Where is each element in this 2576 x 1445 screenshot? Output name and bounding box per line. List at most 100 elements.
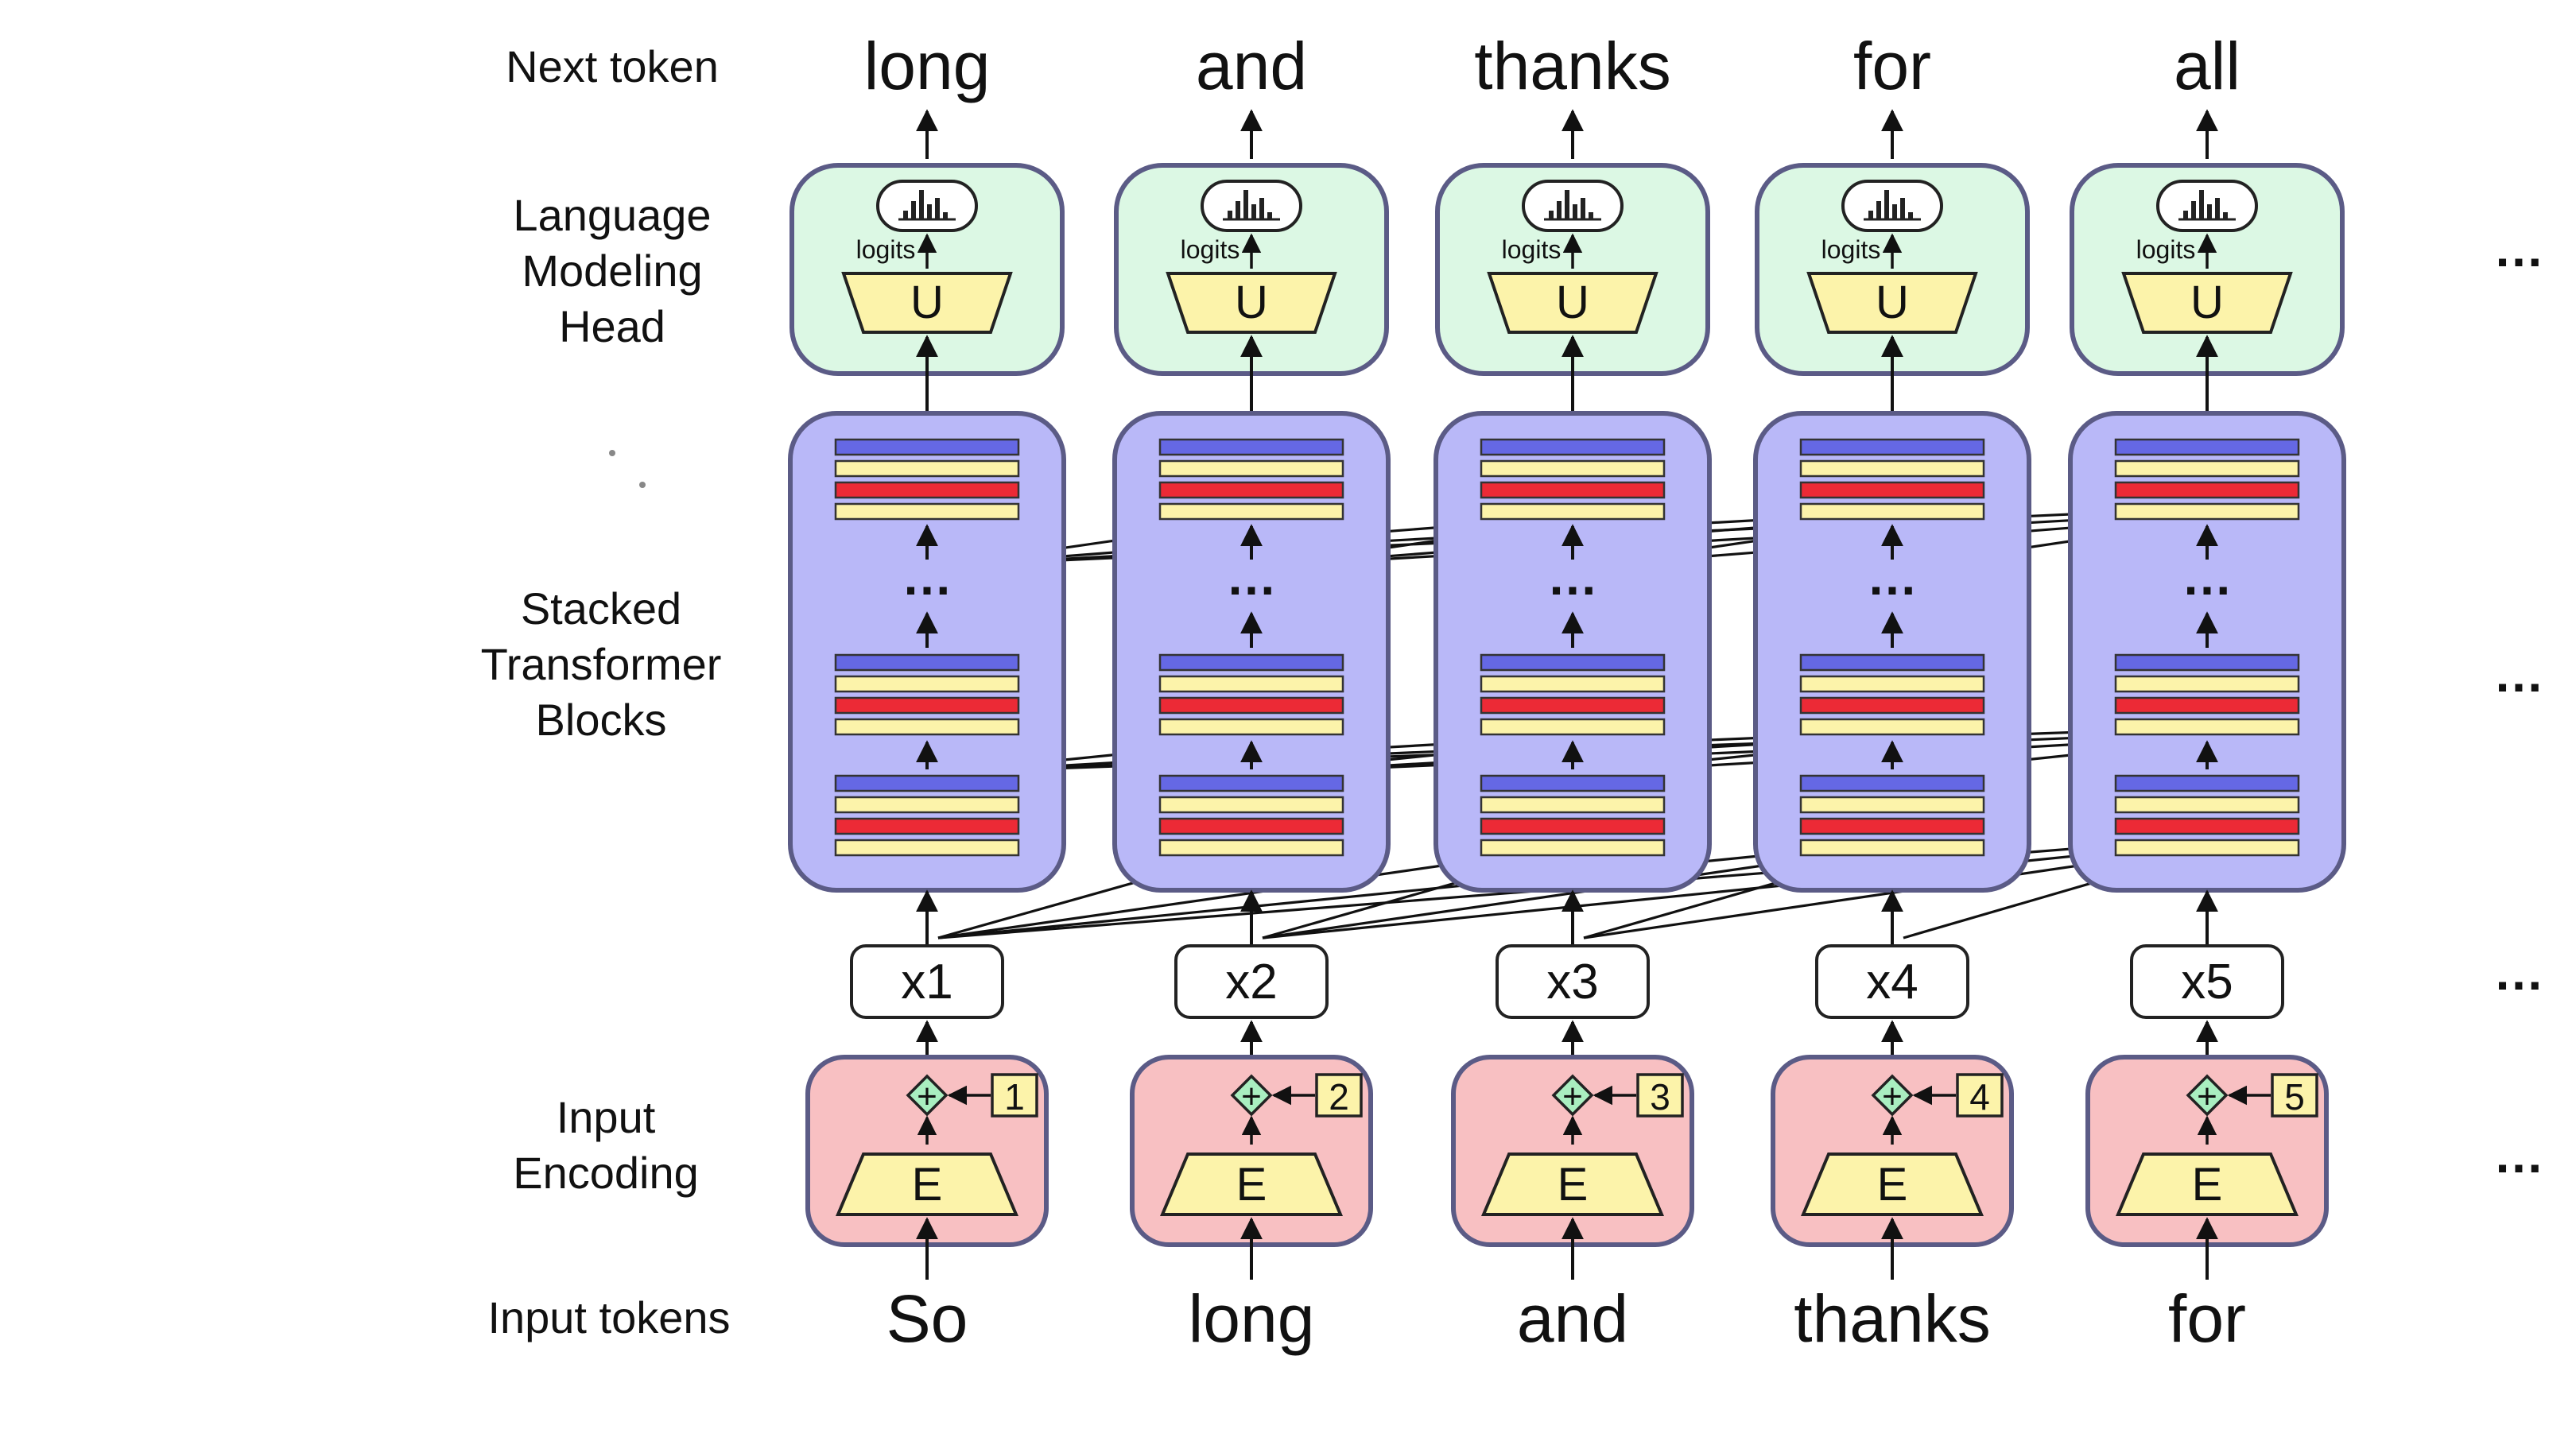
stack-ellipsis: … <box>1547 548 1598 606</box>
bottom-block-layer <box>1480 774 1666 792</box>
histogram-bar <box>2199 190 2204 219</box>
top-block-layer <box>1480 502 1666 521</box>
next-token: thanks <box>1474 29 1671 103</box>
bottom-block-layer <box>1480 796 1666 814</box>
histogram-bar <box>935 198 940 219</box>
middle-block-layer <box>1158 696 1344 715</box>
logits-label: logits <box>1502 235 1562 264</box>
label-lm-head-1: Language <box>513 190 711 240</box>
middle-block-layer <box>1799 675 1985 693</box>
top-block-layer <box>1799 459 1985 478</box>
logits-label: logits <box>1181 235 1240 264</box>
upper-attention-arrow <box>937 505 1880 568</box>
embedding-label: x3 <box>1546 955 1598 1009</box>
add-diamond <box>1871 1074 1914 1117</box>
input-token: long <box>1189 1281 1315 1356</box>
embedding-box <box>850 944 1004 1019</box>
position-box <box>2271 1073 2318 1118</box>
middle-block-layer <box>1158 675 1344 693</box>
unembedding-label: U <box>1876 277 1909 328</box>
histogram-bar <box>2207 204 2212 219</box>
middle-block-layer <box>2114 653 2300 672</box>
position-number: 5 <box>2284 1076 2305 1118</box>
histogram-bar <box>1236 201 1240 219</box>
bottom-block-layer <box>834 817 1020 835</box>
middle-block-layer <box>1480 653 1666 672</box>
row-labels: Next token Language Modeling Head Stacke… <box>481 41 731 1342</box>
histogram-bar <box>1892 204 1897 219</box>
input-token: thanks <box>1794 1281 1991 1356</box>
histogram-bar <box>927 204 932 219</box>
histogram-bar <box>1557 201 1562 219</box>
middle-block-layer <box>1799 653 1985 672</box>
top-block-layer <box>1799 438 1985 456</box>
logits-label: logits <box>856 235 916 264</box>
label-transformer-2: Transformer <box>481 639 722 689</box>
decorative-dot <box>639 482 646 488</box>
histogram-bar <box>1884 190 1889 219</box>
label-lm-head-2: Modeling <box>522 246 702 296</box>
top-block-layer <box>834 481 1020 499</box>
middle-block-layer <box>1480 675 1666 693</box>
top-block-layer <box>2114 502 2300 521</box>
unembedding-label: U <box>2190 277 2224 328</box>
token-columns: longlogitsU…x1+1ESoandlogitsU…x2+2Elongt… <box>788 29 2346 1356</box>
unembedding-label: U <box>1235 277 1268 328</box>
bottom-block-layer <box>1158 774 1344 792</box>
top-block-layer <box>1158 459 1344 478</box>
histogram-bar <box>903 211 908 219</box>
middle-block-layer <box>834 718 1020 736</box>
bottom-block-layer <box>1158 796 1344 814</box>
middle-block-layer <box>1799 718 1985 736</box>
top-block-layer <box>1799 481 1985 499</box>
upper-attention-arrow <box>1262 505 2195 568</box>
middle-block-layer <box>1158 718 1344 736</box>
add-diamond <box>2186 1074 2229 1117</box>
embedding-label: x5 <box>2181 955 2233 1009</box>
decorative-dot <box>609 450 615 456</box>
middle-block-layer <box>1480 696 1666 715</box>
input-token: So <box>886 1281 968 1356</box>
histogram-bar <box>1251 204 1256 219</box>
top-block-layer <box>1480 459 1666 478</box>
next-token: long <box>864 29 991 103</box>
position-number: 4 <box>1969 1076 1990 1118</box>
add-diamond <box>1551 1074 1594 1117</box>
middle-block-layer <box>2114 718 2300 736</box>
middle-block-layer <box>1799 696 1985 715</box>
label-transformer-3: Blocks <box>536 695 667 745</box>
histogram-bar <box>911 201 916 219</box>
unembedding-trapezoid <box>2121 272 2293 334</box>
logits-label: logits <box>1821 235 1881 264</box>
histogram-bar <box>1228 211 1232 219</box>
middle-block-layer <box>834 653 1020 672</box>
embedding-matrix-label: E <box>1558 1159 1589 1211</box>
embedding-box <box>1496 944 1650 1019</box>
label-input-encoding-1: Input <box>557 1092 656 1142</box>
middle-block-layer <box>2114 675 2300 693</box>
bottom-block-layer <box>1480 839 1666 857</box>
histogram-bar <box>1876 201 1881 219</box>
histogram-bar <box>1900 198 1905 219</box>
unembedding-label: U <box>910 277 944 328</box>
plus-icon: + <box>1562 1077 1583 1116</box>
embedding-attention-arrow <box>937 836 1880 939</box>
next-token: for <box>1853 29 1931 103</box>
histogram-bar <box>1259 198 1264 219</box>
input-token: for <box>2168 1281 2246 1356</box>
logits-label: logits <box>2136 235 2196 264</box>
histogram-bar <box>1549 211 1554 219</box>
histogram-bar <box>1243 190 1248 219</box>
bottom-block-layer <box>834 774 1020 792</box>
plus-icon: + <box>917 1077 937 1116</box>
input-token: and <box>1517 1281 1628 1356</box>
top-block-layer <box>834 459 1020 478</box>
bottom-block-layer <box>2114 839 2300 857</box>
histogram-bar <box>1581 198 1585 219</box>
continuation-ellipses: … … … … <box>2493 220 2544 1184</box>
unembedding-trapezoid <box>1166 272 1337 334</box>
top-block-layer <box>1158 481 1344 499</box>
stack-ellipsis: … <box>2182 548 2233 606</box>
